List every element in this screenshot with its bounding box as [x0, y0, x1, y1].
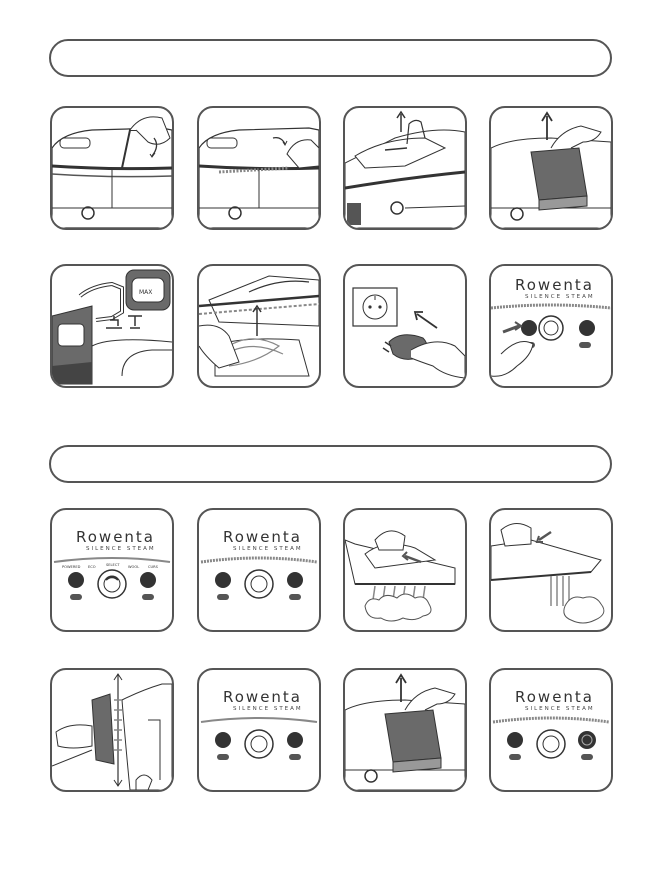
illustration-tile-15: [343, 668, 467, 792]
press-on-button-illustration: Rowenta SILENCE STEAM: [491, 266, 611, 386]
control-panel-ready-illustration: Rowenta SILENCE STEAM: [200, 528, 318, 600]
section-2-heading-bar: [49, 445, 612, 483]
brand-model-4: SILENCE STEAM: [233, 706, 303, 712]
illustration-tile-3: [343, 106, 467, 230]
illustration-tile-12: [489, 508, 613, 632]
brand-model-3: SILENCE STEAM: [233, 546, 303, 552]
vertical-steaming-illustration: [52, 673, 172, 790]
remove-tank-illustration: [491, 111, 611, 228]
pull-cord-illustration: [199, 127, 319, 228]
illustration-tile-16: Rowenta SILENCE STEAM: [489, 668, 613, 792]
panel-label-4: WOOL: [128, 565, 139, 569]
brand-wordmark-2: Rowenta: [76, 528, 155, 546]
control-panel-off-illustration: Rowenta SILENCE STEAM: [200, 688, 318, 760]
brand-wordmark-5: Rowenta: [515, 688, 594, 706]
panel-label-5: CURS: [148, 565, 159, 569]
illustration-tile-4: [489, 106, 613, 230]
panel-label-2: ECO: [88, 565, 96, 569]
illustration-tile-2: [197, 106, 321, 230]
remove-tank-again-illustration: [345, 673, 465, 790]
brand-model-5: SILENCE STEAM: [525, 706, 595, 712]
section-1-heading-bar: [49, 39, 612, 77]
plug-in-illustration: [352, 287, 465, 379]
steam-trigger-illustration: [345, 530, 456, 622]
illustration-tile-6: [197, 264, 321, 388]
brand-model: SILENCE STEAM: [525, 294, 595, 300]
tank-max-label: MAX: [139, 289, 152, 296]
fill-tank-illustration: MAX: [52, 269, 172, 385]
brand-wordmark: Rowenta: [515, 276, 594, 294]
illustration-tile-13: [50, 668, 174, 792]
panel-label-3: SELECT: [106, 563, 120, 567]
brand-wordmark-4: Rowenta: [223, 688, 302, 706]
illustration-tile-11: [343, 508, 467, 632]
brand-wordmark-3: Rowenta: [223, 528, 302, 546]
unclip-cord-illustration: [52, 116, 172, 228]
illustration-tile-5: MAX: [50, 264, 174, 388]
control-panel-descale-illustration: Rowenta SILENCE STEAM: [492, 688, 610, 760]
illustration-tile-8: Rowenta SILENCE STEAM: [489, 264, 613, 388]
panel-label-1: POWERED: [62, 565, 81, 569]
insert-tank-illustration: [199, 275, 319, 377]
illustration-tile-14: Rowenta SILENCE STEAM: [197, 668, 321, 792]
vertical-steam-trigger-illustration: [491, 523, 605, 624]
control-panel-dial-illustration: Rowenta SILENCE STEAM POWERED ECO SELECT…: [53, 528, 171, 600]
illustration-tile-7: [343, 264, 467, 388]
brand-model-2: SILENCE STEAM: [86, 546, 156, 552]
illustration-tile-10: Rowenta SILENCE STEAM: [197, 508, 321, 632]
lift-iron-illustration: [345, 110, 465, 228]
illustration-tile-1: [50, 106, 174, 230]
illustration-tile-9: Rowenta SILENCE STEAM POWERED ECO SELECT…: [50, 508, 174, 632]
